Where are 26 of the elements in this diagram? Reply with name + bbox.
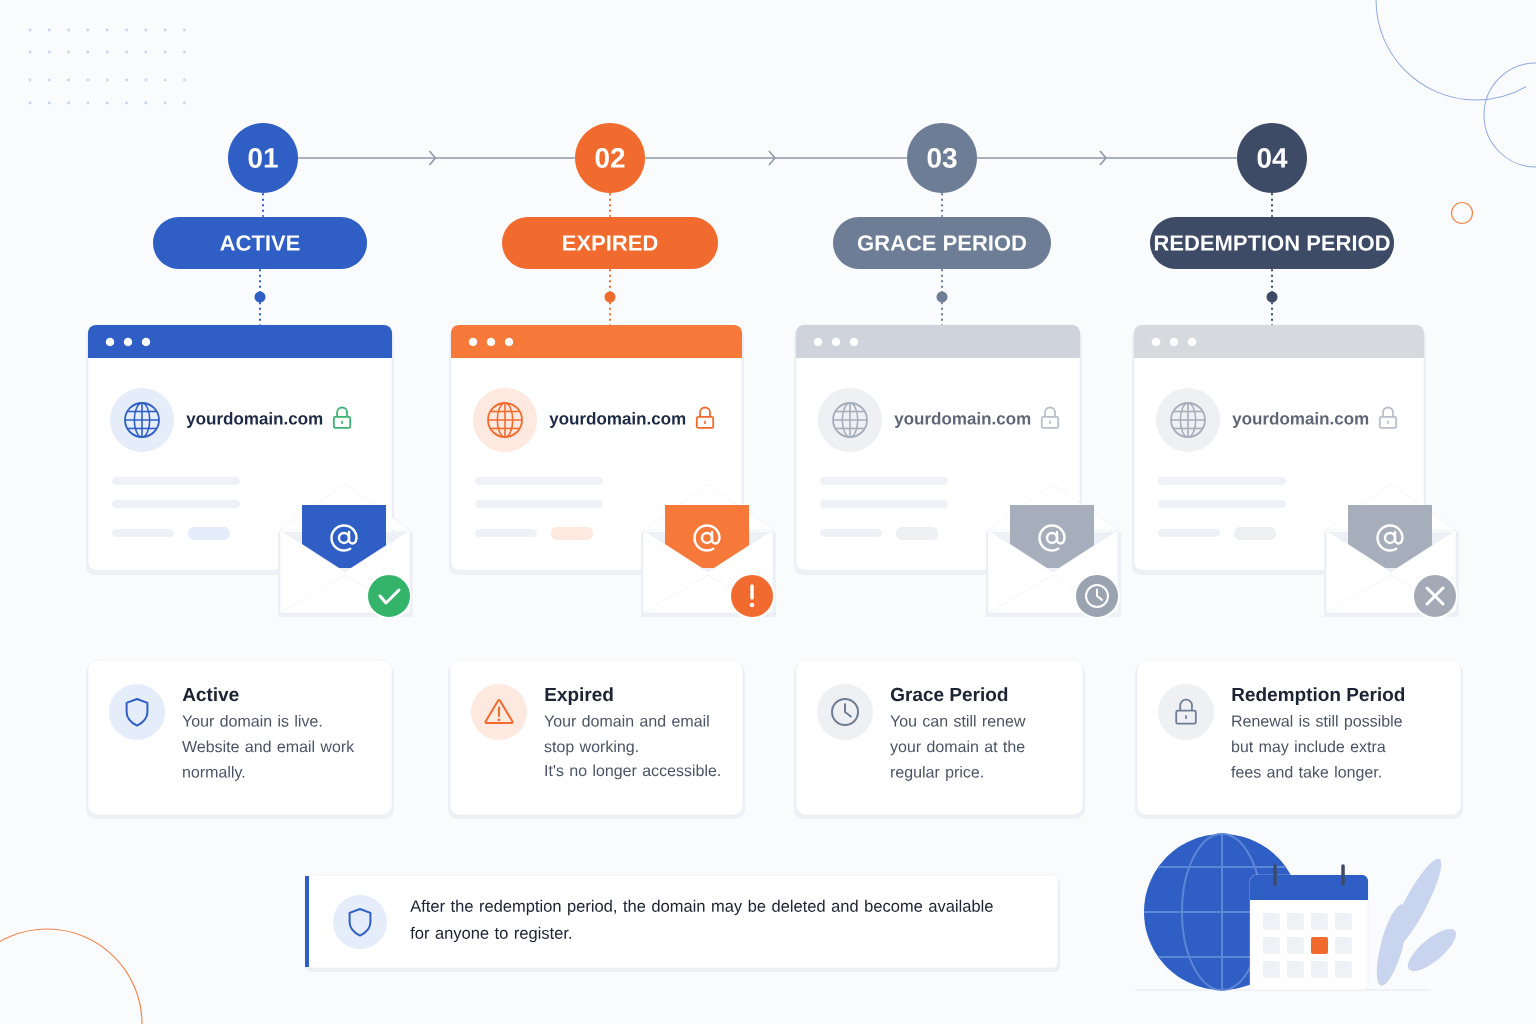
dotted-connector (941, 192, 943, 218)
card-text: Your domain and email stop working. (544, 715, 709, 756)
card-text: Your domain is live. Website and email work normally. (182, 715, 355, 781)
card-title: Redemption Period (1232, 687, 1405, 705)
note-text: After the redemption period, the domain may be deleted and become available for anyone to register. (410, 899, 993, 943)
domain-text: yourdomain.com (894, 412, 1031, 428)
card-title: Expired (545, 687, 613, 705)
domain-text: yourdomain.com (549, 412, 686, 428)
dotted-connector (1271, 192, 1273, 218)
dotted-connector (1266, 268, 1278, 326)
dotted-connector (936, 268, 948, 326)
dotted-connector (254, 268, 266, 326)
status-pill: GRACE PERIOD (833, 217, 1051, 269)
card-title: Grace Period (891, 687, 1008, 702)
dotted-connector (604, 268, 616, 326)
card-text: Renewal is still possible but may include extra fees and take longer. (1231, 715, 1402, 781)
status-pill: REDEMPTION PERIOD (1150, 217, 1394, 269)
card-text: It's no longer accessible. (545, 764, 720, 780)
card-text: You can still renew your domain at the regular price. (890, 715, 1026, 781)
domain-text: yourdomain.com (186, 412, 323, 428)
domain-text: yourdomain.com (1232, 412, 1369, 428)
status-pill: EXPIRED (502, 217, 718, 269)
card-title: Active (182, 687, 239, 702)
dotted-connector (609, 192, 611, 218)
status-pill: ACTIVE (153, 217, 367, 269)
dotted-connector (262, 192, 264, 218)
